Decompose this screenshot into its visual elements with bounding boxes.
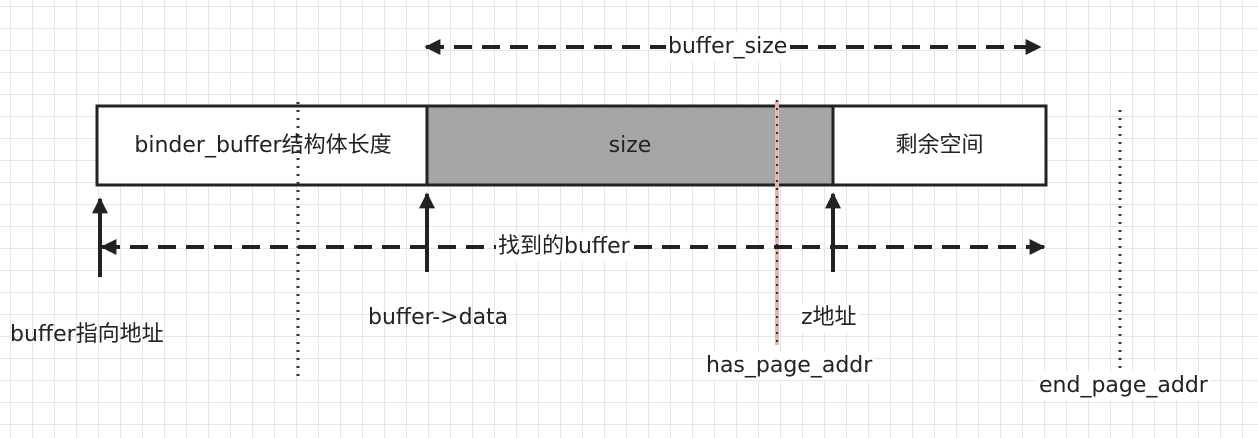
z-addr-label: z地址 [799, 304, 859, 332]
data-size-label: size [608, 132, 652, 158]
has-page-addr-label: has_page_addr [704, 352, 875, 380]
buffer-size-label: buffer_size [666, 33, 790, 61]
remaining-space-label: 剩余空间 [895, 132, 984, 158]
buffer-ptr-label: buffer指向地址 [10, 322, 164, 347]
header-box-label: binder_buffer结构体长度 [134, 132, 392, 158]
header-box [95, 104, 429, 187]
end-page-addr-label: end_page_addr [1037, 372, 1210, 400]
found-buffer-label: 找到的buffer [496, 233, 632, 261]
remaining-space-box [831, 104, 1048, 187]
data-size-box [425, 104, 835, 187]
buffer-data-label: buffer->data [368, 305, 509, 330]
